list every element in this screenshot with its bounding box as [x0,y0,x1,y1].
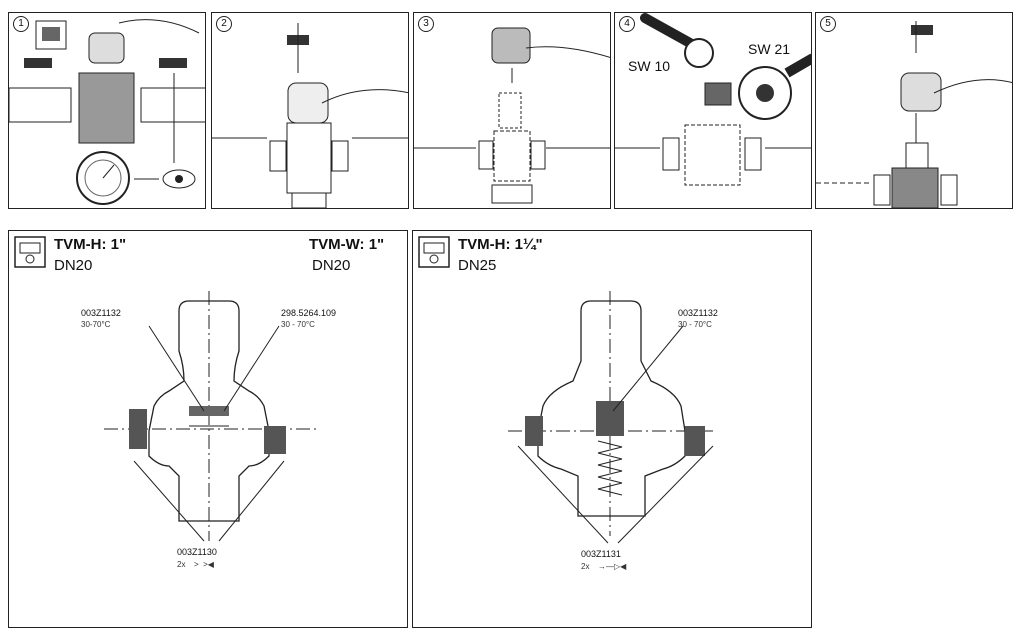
size-label: DN25 [458,257,497,274]
temp-range: 30-70°C [81,320,111,329]
step-2-illustration [212,23,408,208]
part-code: 003Z1131 [581,549,621,559]
size-label-left: DN20 [54,257,93,274]
step-number: 1 [13,16,29,32]
wrench-size-large: SW 21 [748,41,791,57]
quantity-note: 2x [177,560,186,569]
detail-panel-dn20: TVM-H: 1" DN20 TVM-W: 1" DN20 003Z1132 3… [8,230,408,628]
part-code: 298.5264.109 [281,308,337,318]
wrench-size-small: SW 10 [628,58,671,74]
step-panel-1: 1 [8,12,206,209]
arrow-icon: →—▷◀ [598,562,627,571]
part-code: 003Z1132 [678,308,718,318]
valve-drawing-dn20 [14,236,319,542]
temp-range: 30 - 70°C [281,320,315,329]
step-panel-5: 5 [815,12,1013,209]
step-number: 5 [820,16,836,32]
step-panel-4: 4 SW 10 SW 21 [614,12,812,209]
quantity-note: 2x [581,562,590,571]
step-3-illustration [414,27,610,204]
step-panel-3: 3 [413,12,611,209]
detail-panel-dn25: TVM-H: 1¼" DN25 003Z1132 30 - 70°C 003Z1… [412,230,812,628]
arrow-icon: > >◀ [194,560,214,569]
step-4-illustration [615,13,811,186]
step-panel-2: 2 [211,12,409,209]
model-title-right: TVM-W: 1" [309,236,385,253]
model-title: TVM-H: 1¼" [458,236,543,253]
step-1-illustration [9,19,205,205]
model-title-left: TVM-H: 1" [54,236,127,253]
valve-drawing-dn25 [418,236,714,544]
size-label-right: DN20 [312,257,351,274]
step-number: 3 [418,16,434,32]
part-code: 003Z1132 [81,308,121,318]
part-code: 003Z1130 [177,547,217,557]
step-5-illustration [816,21,1012,208]
temp-range: 30 - 70°C [678,320,712,329]
step-number: 2 [216,16,232,32]
step-number: 4 [619,16,635,32]
